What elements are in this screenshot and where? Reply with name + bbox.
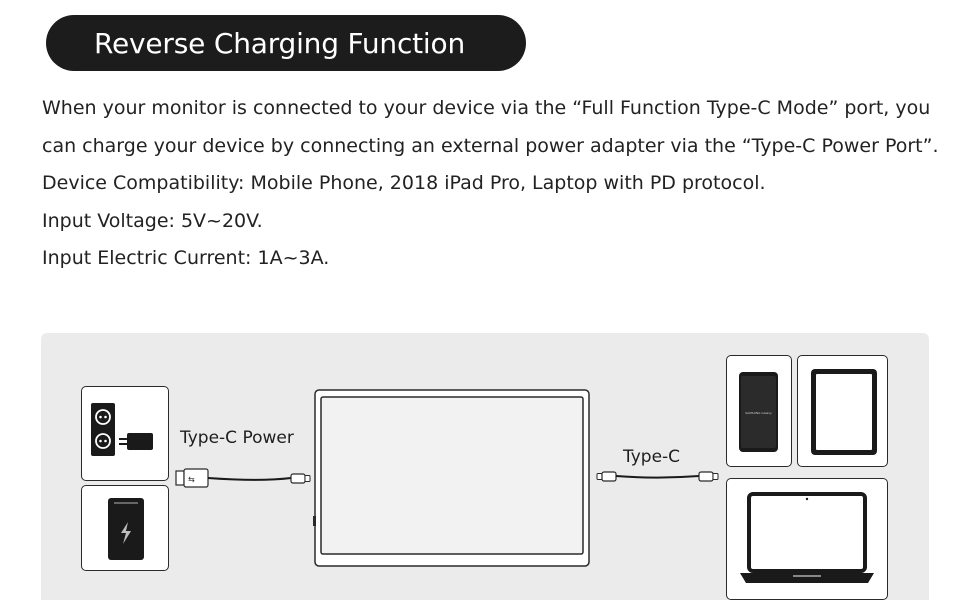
- type-c-label: Type-C: [623, 447, 681, 467]
- phone-screen-text: SAMSUNG Galaxy: [745, 411, 772, 415]
- connection-diagram: Type-C Power ⇆ Type-C SAMSUNG Galaxy: [41, 333, 929, 600]
- compatibility-line: Device Compatibility: Mobile Phone, 2018…: [42, 172, 766, 194]
- section-title: Reverse Charging Function: [94, 26, 465, 60]
- power-bank-box: [81, 485, 169, 571]
- wall-outlet-box: [81, 386, 169, 481]
- description-text: When your monitor is connected to your d…: [42, 90, 942, 278]
- phone-icon: SAMSUNG Galaxy: [739, 372, 778, 452]
- portable-monitor-icon: [313, 389, 590, 567]
- tablet-box: [797, 355, 888, 467]
- svg-text:⇆: ⇆: [188, 475, 195, 484]
- current-line: Input Electric Current: 1A~3A.: [42, 247, 330, 269]
- phone-box: SAMSUNG Galaxy: [726, 355, 792, 467]
- type-c-power-label: Type-C Power: [180, 428, 294, 448]
- laptop-box: [726, 478, 888, 600]
- tablet-icon: [811, 369, 877, 455]
- power-bank-icon: [108, 498, 144, 560]
- section-banner: Reverse Charging Function: [46, 15, 526, 71]
- description-paragraph: When your monitor is connected to your d…: [42, 97, 939, 157]
- power-cable-icon: ⇆: [175, 468, 311, 488]
- laptop-icon: [740, 492, 874, 583]
- type-c-cable-icon: [596, 471, 719, 482]
- voltage-line: Input Voltage: 5V~20V.: [42, 209, 263, 232]
- wall-outlet-icon: [91, 403, 153, 456]
